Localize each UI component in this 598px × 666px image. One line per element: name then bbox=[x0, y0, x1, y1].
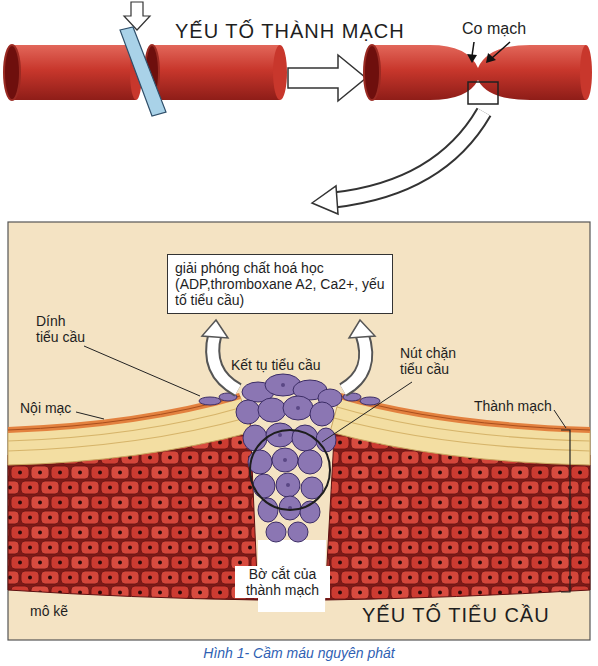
callout-label: Thành mạch bbox=[474, 398, 552, 414]
section-heading: YẾU TỐ THÀNH MẠCH bbox=[175, 20, 405, 43]
callout-label: Bờ cắt của thành mạch bbox=[235, 566, 330, 598]
release-box: giải phóng chất hoá học (ADP,thromboxane… bbox=[167, 254, 393, 314]
callout-label: mô kẽ bbox=[30, 603, 68, 619]
callout-label: Co mạch bbox=[462, 20, 526, 38]
callout-label: Dính tiểu cầu bbox=[36, 313, 88, 345]
section-heading: YẾU TỐ TIỂU CẦU bbox=[362, 604, 550, 627]
callout-label: Kết tụ tiểu cầu bbox=[231, 357, 321, 373]
callout-label: Nút chặn tiểu cầu bbox=[400, 345, 466, 377]
figure-caption: Hình 1- Cầm máu nguyên phát bbox=[0, 645, 598, 661]
callout-label: Nội mạc bbox=[20, 400, 71, 416]
box-text: giải phóng chất hoá học (ADP,thromboxane… bbox=[175, 260, 385, 308]
